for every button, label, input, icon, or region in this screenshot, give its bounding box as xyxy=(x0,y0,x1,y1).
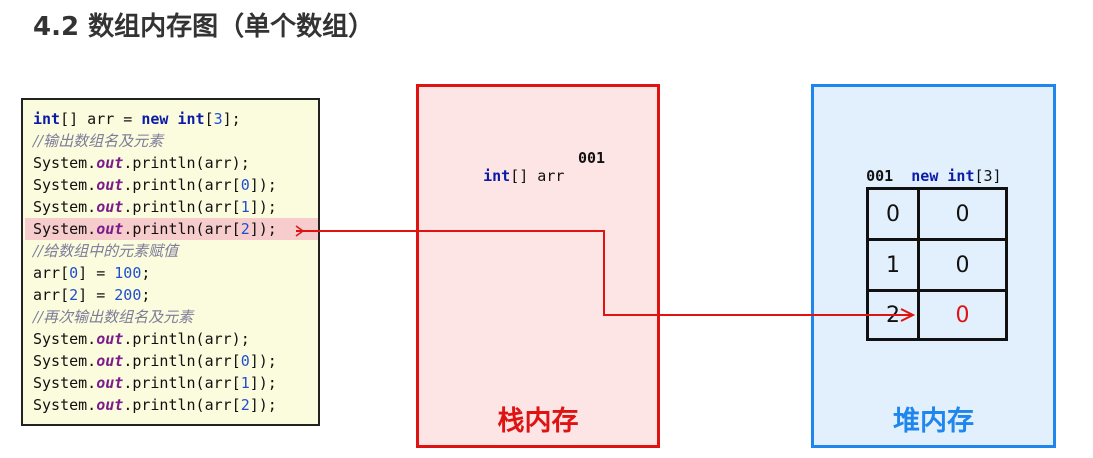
code-token: [] arr = xyxy=(60,110,142,128)
code-token: System. xyxy=(33,374,97,392)
code-line: int[] arr = new int[3]; xyxy=(33,108,241,130)
code-token: out xyxy=(96,154,124,172)
code-token: arr[ xyxy=(33,286,70,304)
stack-variable: int[] arr xyxy=(447,149,564,203)
code-token: 0 xyxy=(240,176,250,194)
code-token: 0 xyxy=(240,352,250,370)
array-table: 0 0 1 0 2 0 xyxy=(866,187,1008,341)
code-token: System. xyxy=(33,396,97,414)
code-token: .println(arr); xyxy=(123,330,250,348)
code-line: System.out.println(arr[1]); xyxy=(33,196,277,218)
code-token: [ xyxy=(204,110,214,128)
code-token: 3 xyxy=(213,110,223,128)
code-line: System.out.println(arr[1]); xyxy=(33,372,277,394)
code-token: 1 xyxy=(240,374,250,392)
code-token: .println(arr[ xyxy=(123,396,241,414)
code-token: int xyxy=(33,110,61,128)
array-value-2: 0 xyxy=(955,302,970,328)
code-token: System. xyxy=(33,198,97,216)
code-token: System. xyxy=(33,352,97,370)
code-token: 2 xyxy=(240,396,250,414)
code-token: int xyxy=(177,110,205,128)
table-divider xyxy=(869,289,1005,292)
code-token: ]); xyxy=(249,220,277,238)
stack-memory-box: int[] arr 001 栈内存 xyxy=(416,84,660,448)
code-token: out xyxy=(96,198,124,216)
code-line: System.out.println(arr); xyxy=(33,152,250,174)
code-line: //再次输出数组名及元素 xyxy=(33,306,193,328)
code-token: 0 xyxy=(69,264,79,282)
array-index-0: 0 xyxy=(886,201,900,227)
stack-var-type: int xyxy=(483,167,511,185)
code-line: //输出数组名及元素 xyxy=(33,130,163,152)
code-token: 2 xyxy=(240,220,250,238)
code-token: ]); xyxy=(249,198,277,216)
code-line: System.out.println(arr[2]); xyxy=(33,218,277,240)
code-token: out xyxy=(96,176,124,194)
heap-memory-label: 堆内存 xyxy=(893,406,974,437)
code-token: ]); xyxy=(249,352,277,370)
code-token: ; xyxy=(141,264,151,282)
code-token: ] = xyxy=(78,264,115,282)
array-value-1: 0 xyxy=(955,252,970,278)
code-token: ] = xyxy=(78,286,115,304)
heap-new-keyword: new xyxy=(911,167,939,185)
array-index-1: 1 xyxy=(886,252,900,278)
code-token: ; xyxy=(141,286,151,304)
heap-address: 001 xyxy=(866,167,894,185)
code-token: out xyxy=(96,396,124,414)
code-token: out xyxy=(96,374,124,392)
code-token: //给数组中的元素赋值 xyxy=(33,242,179,260)
code-token: ]; xyxy=(222,110,241,128)
table-divider xyxy=(917,190,920,338)
code-token: ]); xyxy=(249,176,277,194)
code-line: System.out.println(arr[0]); xyxy=(33,174,277,196)
arrow-line xyxy=(296,230,912,316)
code-token: out xyxy=(96,330,124,348)
slide-title: 4.2 数组内存图（单个数组） xyxy=(33,12,375,42)
code-token: 100 xyxy=(114,264,142,282)
highlighted-line xyxy=(25,218,318,240)
code-token: ]); xyxy=(249,374,277,392)
code-token: .println(arr[ xyxy=(123,220,241,238)
stack-var-address: 001 xyxy=(578,149,606,167)
code-token: .println(arr[ xyxy=(123,176,241,194)
code-line: arr[0] = 100; xyxy=(33,262,150,284)
code-line: arr[2] = 200; xyxy=(33,284,150,306)
arrow-tail-marker xyxy=(295,225,305,237)
code-token: arr[ xyxy=(33,264,70,282)
table-divider xyxy=(869,238,1005,241)
code-token: System. xyxy=(33,330,97,348)
code-line: //给数组中的元素赋值 xyxy=(33,240,178,262)
heap-memory-box: 001 new int[3] 0 0 1 0 2 0 堆内存 xyxy=(811,84,1056,448)
stack-var-name: [] arr xyxy=(510,167,565,185)
code-token: System. xyxy=(33,220,97,238)
heap-int-keyword: int xyxy=(947,167,975,185)
array-value-0: 0 xyxy=(955,201,970,227)
code-token: System. xyxy=(33,154,97,172)
arrow-head xyxy=(900,308,916,322)
code-token: .println(arr[ xyxy=(123,352,241,370)
heap-object-header: 001 new int[3] xyxy=(830,149,1002,203)
code-token: out xyxy=(96,220,124,238)
code-token: .println(arr); xyxy=(123,154,250,172)
code-token: 2 xyxy=(69,286,79,304)
code-line: System.out.println(arr[2]); xyxy=(33,394,277,416)
code-token: //输出数组名及元素 xyxy=(33,132,164,150)
code-line: System.out.println(arr); xyxy=(33,328,250,350)
code-token: out xyxy=(96,352,124,370)
code-token: ]); xyxy=(249,396,277,414)
code-token: 1 xyxy=(240,198,250,216)
code-token: //再次输出数组名及元素 xyxy=(33,308,194,326)
code-token: .println(arr[ xyxy=(123,374,241,392)
heap-array-size: [3] xyxy=(974,167,1002,185)
code-token: 200 xyxy=(114,286,142,304)
code-token: System. xyxy=(33,176,97,194)
code-line: System.out.println(arr[0]); xyxy=(33,350,277,372)
stack-memory-label: 栈内存 xyxy=(497,406,579,437)
code-token: new xyxy=(141,110,169,128)
code-token: .println(arr[ xyxy=(123,198,241,216)
